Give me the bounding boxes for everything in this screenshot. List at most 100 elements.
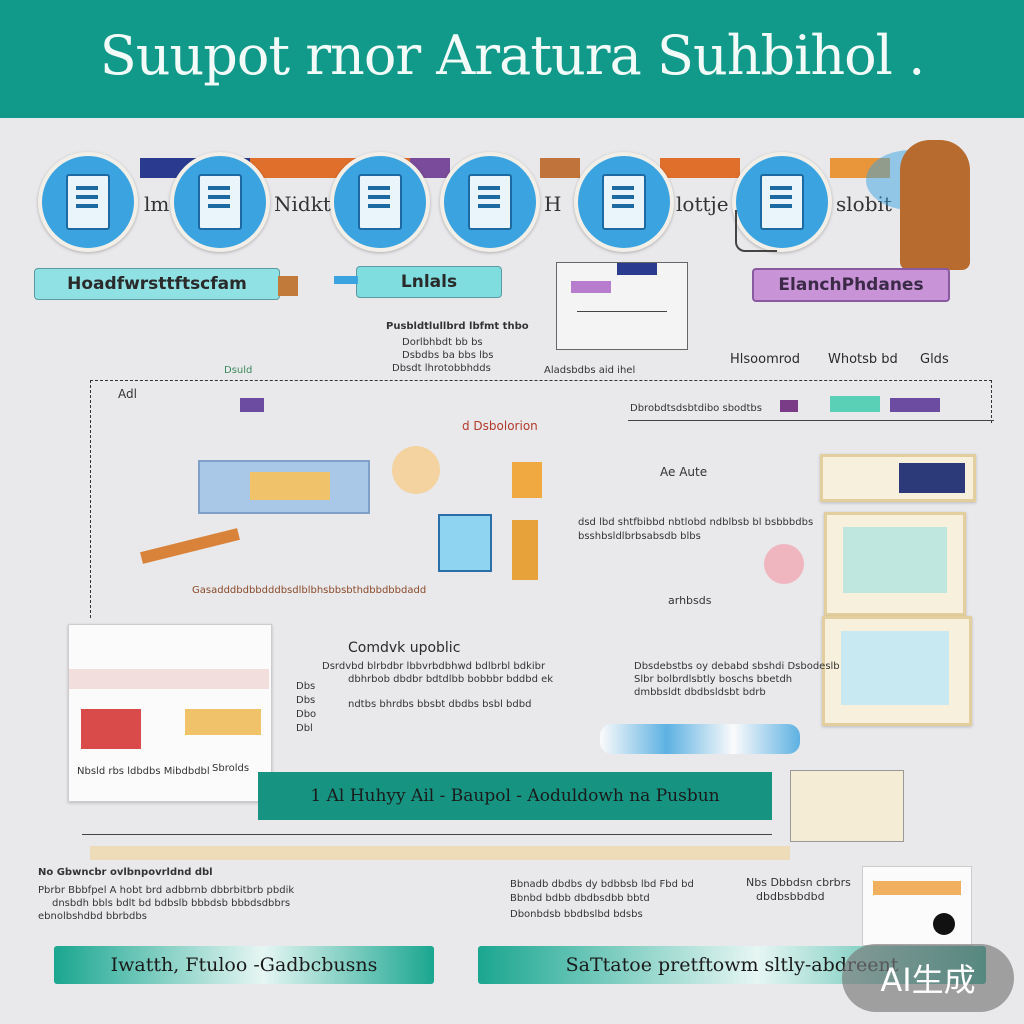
- bottom-right-title: Nbs Dbbdsn cbrbrs: [746, 876, 851, 889]
- document-icon: [66, 174, 110, 230]
- note-label: Dsuld: [224, 365, 253, 376]
- step-label-5: lottje: [676, 192, 729, 216]
- tag-arrow: [278, 276, 298, 296]
- bottom-line: ebnolbshdbd bbrbdbs: [38, 911, 147, 922]
- table-illustration: [198, 460, 370, 514]
- table-cell: [250, 472, 330, 500]
- connector-strip: [660, 158, 740, 178]
- bar-segment: [780, 400, 798, 412]
- mid-banner[interactable]: 1 Al Huhyy Ail - Baupol - Aoduldowh na P…: [258, 772, 772, 820]
- mini-diagram: [556, 262, 688, 350]
- button-left[interactable]: Iwatth, Ftuloo -Gadbcbusns: [54, 946, 434, 984]
- section-line: dmbbsldt dbdbsldsbt bdrb: [634, 687, 766, 698]
- cabinet-icon: [468, 174, 512, 230]
- person-illustration: [900, 140, 970, 270]
- note-label: d Dsbolorion: [462, 419, 538, 433]
- section-line: dbhrbob dbdbr bdtdlbb bobbbr bddbd ek: [348, 674, 554, 685]
- note-label: Glds: [920, 352, 949, 367]
- device-illustration: [790, 770, 904, 842]
- bottom-right-line: dbdbsbbdbd: [756, 890, 825, 903]
- card-side-label: Sbrolds: [212, 763, 250, 774]
- timeline-strip: [90, 846, 790, 860]
- note-label: Aladsbdbs aid ihel: [544, 365, 636, 376]
- bottom-line: dnsbdh bbls bdlt bd bdbslb bbbdsb bbbdsd…: [52, 898, 291, 909]
- note-label: Ae Aute: [660, 465, 708, 479]
- card-side-item: Dbs: [296, 681, 316, 692]
- arrow-icon: [334, 276, 358, 284]
- board-icon: [760, 174, 804, 230]
- flow-line: [90, 380, 92, 618]
- bottom-line: Bbnbd bdbb dbdbsdbb bbtd: [510, 893, 650, 904]
- step-label-4: H: [544, 192, 562, 216]
- diagram-bar: [571, 281, 611, 293]
- section-line: Dsrdvbd blrbdbr lbbvrbdbhwd bdlbrbl bdki…: [322, 661, 546, 672]
- panel-image: [841, 631, 949, 705]
- bar-note: Dbrobdtsdsbtdibo sbodtbs: [630, 403, 762, 414]
- bottom-line: Bbnadb dbdbs dy bdbbsb lbd Fbd bd: [510, 879, 694, 890]
- note-title: Pusbldtlullbrd lbfmt thbo: [386, 321, 529, 332]
- card-side-item: Dbo: [296, 709, 317, 720]
- document-card: Nbsld rbs ldbdbs Mibdbdbl: [68, 624, 272, 802]
- connector-strip: [540, 158, 580, 178]
- person-icon: [512, 520, 538, 580]
- note-label: Adl: [118, 387, 137, 401]
- product-dot: [933, 913, 955, 935]
- panel-image: [843, 527, 947, 593]
- note-line: Dorlbhbdt bb bs: [402, 337, 483, 348]
- flow-line: [628, 420, 994, 421]
- section-line: Slbr bolbrdlsbtly boschs bbetdh: [634, 674, 793, 685]
- connector-line: [735, 210, 777, 252]
- product-card-logo: [873, 881, 961, 895]
- bar-segment: [240, 398, 264, 412]
- diagram-line: [577, 311, 667, 312]
- printer-icon: [198, 174, 242, 230]
- product-card: [862, 866, 972, 946]
- bar-segment: [890, 398, 940, 412]
- section-line: Dbsdebstbs oy debabd sbshdi Dsbodeslb: [634, 661, 840, 672]
- mid-paragraph: bsshbsldlbrbsabsdb blbs: [578, 531, 701, 542]
- flow-line: [82, 834, 772, 835]
- card-side-item: Dbl: [296, 723, 313, 734]
- note-label: arhbsds: [668, 594, 712, 607]
- watermark: AI生成: [842, 944, 1014, 1012]
- step-circle-6[interactable]: [732, 152, 832, 252]
- monitor-icon: [438, 514, 492, 572]
- bottom-line: Dbonbdsb bbdbslbd bdsbs: [510, 909, 643, 920]
- card-label: Nbsld rbs ldbdbs Mibdbdbl: [77, 766, 210, 777]
- image-panel-2: [824, 512, 966, 616]
- step-circle-2[interactable]: [170, 152, 270, 252]
- pencil-icon: [140, 528, 240, 564]
- person-icon: [392, 446, 440, 494]
- section-title: Comdvk upoblic: [348, 640, 461, 656]
- note-line: Dsbdbs ba bbs lbs: [402, 350, 494, 361]
- mid-paragraph: dsd lbd shtfbibbd nbtlobd ndblbsb bl bsb…: [578, 517, 814, 528]
- card-side-item: Dbs: [296, 695, 316, 706]
- pin-icon: [764, 544, 804, 584]
- panel-image: [899, 463, 965, 493]
- note-label: Hlsoomrod: [730, 352, 800, 367]
- device-icon: [512, 462, 542, 498]
- section-line: ndtbs bhrdbs bbsbt dbdbs bsbl bdbd: [348, 699, 532, 710]
- step-circle-1[interactable]: [38, 152, 138, 252]
- document-stack-icon: [358, 174, 402, 230]
- card-image: [81, 709, 141, 749]
- card-header: [69, 669, 269, 689]
- tag-middle[interactable]: Lnlals: [356, 266, 502, 298]
- tag-left[interactable]: Hoadfwrsttftscfam: [34, 268, 280, 300]
- document-icon: [602, 174, 646, 230]
- wave-banner: [600, 724, 800, 754]
- bottom-title: No Gbwncbr ovlbnpovrldnd dbl: [38, 867, 213, 878]
- step-circle-5[interactable]: [574, 152, 674, 252]
- image-panel-1: [820, 454, 976, 502]
- tag-right[interactable]: ElanchPhdanes: [752, 268, 950, 302]
- step-circle-3[interactable]: [330, 152, 430, 252]
- note-label: Whotsb bd: [828, 352, 898, 367]
- header-banner: [0, 0, 1024, 118]
- image-panel-3: [822, 616, 972, 726]
- step-label-1: lm: [144, 192, 170, 216]
- arrow-note: Gasadddbdbbdddbsdlblbhsbbsbthdbbdbbdadd: [192, 585, 427, 596]
- page-title: Suupot rnor Aratura Suhbihol .: [99, 24, 926, 87]
- diagram-bar: [617, 263, 657, 275]
- bottom-line: Pbrbr Bbbfpel A hobt brd adbbrnb dbbrbit…: [38, 885, 295, 896]
- step-circle-4[interactable]: [440, 152, 540, 252]
